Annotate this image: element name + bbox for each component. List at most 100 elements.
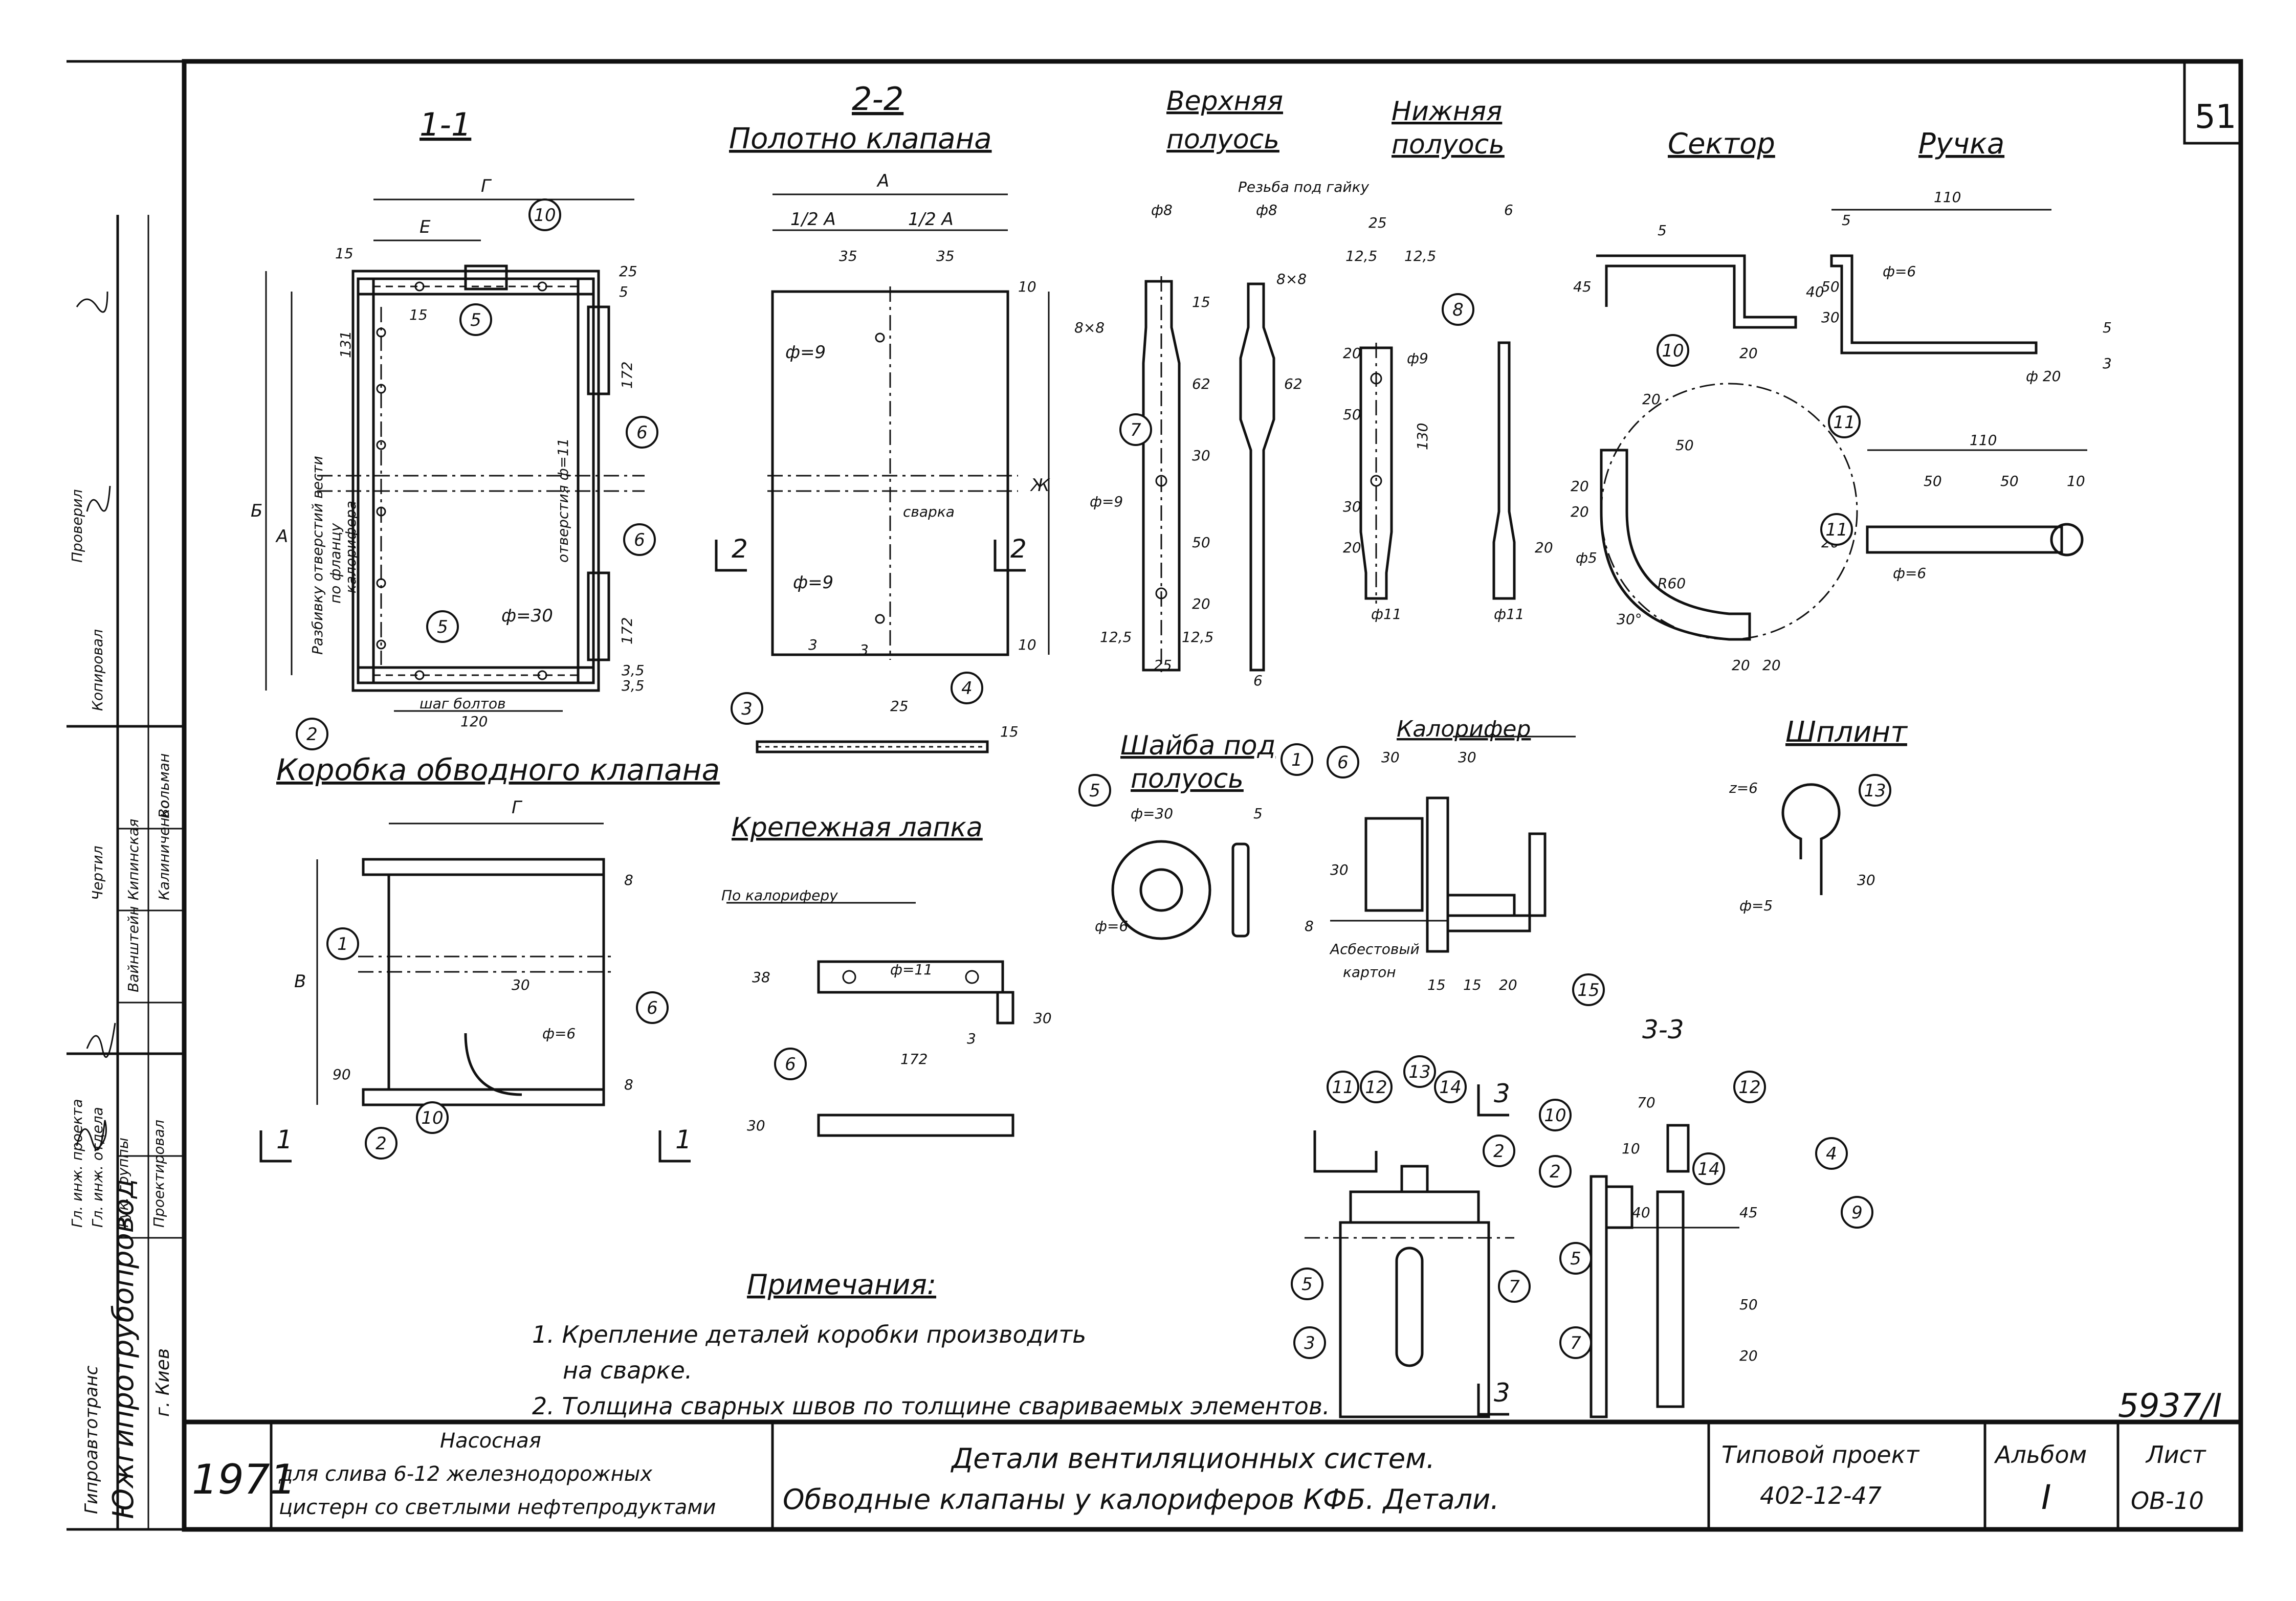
- callout-2: 2: [296, 718, 328, 750]
- dim-lower2-50: 50: [1343, 406, 1361, 423]
- dim-box2-30: 30: [512, 976, 530, 993]
- dim-lower2-12-5b: 12,5: [1404, 248, 1436, 264]
- tb-object-2: для слива 6-12 железнодорожных: [278, 1462, 652, 1486]
- dim-handle-50b: 50: [2000, 473, 2019, 490]
- dim-lower2-25: 25: [1368, 214, 1387, 231]
- dim-box-25: 25: [619, 263, 637, 280]
- cut-mark-1: 1: [259, 1125, 293, 1163]
- dim-lug-30b: 30: [747, 1117, 765, 1134]
- callout-6: 6: [636, 991, 669, 1024]
- note-drill: Разбивку отверстий вести: [309, 456, 326, 655]
- note-line-2: на сварке.: [563, 1357, 692, 1384]
- svg-text:5: 5: [470, 310, 481, 330]
- dim-blade-3a: 3: [808, 636, 818, 653]
- dim-sector-50: 50: [1675, 437, 1694, 454]
- title-section-2-2: 2-2: [852, 80, 903, 118]
- callout-1: 1: [1281, 743, 1313, 776]
- svg-text:5: 5: [1570, 1249, 1581, 1269]
- dim-sec3-70: 70: [1637, 1094, 1655, 1111]
- callout-7: 7: [1498, 1270, 1531, 1303]
- tb-sheet-label: Лист: [2145, 1441, 2206, 1469]
- dim-box-phi30: ф=30: [501, 606, 553, 626]
- cut-mark-3: 3: [1477, 1079, 1510, 1117]
- dim-sector-40: 40: [1806, 283, 1824, 300]
- callout-5: 5: [459, 303, 492, 336]
- stamp-role-3: Рук. группы: [115, 1138, 131, 1228]
- svg-text:6: 6: [634, 530, 645, 550]
- dim-sector-20a: 20: [1739, 345, 1758, 362]
- dim-upper-phi9: ф=9: [1090, 493, 1123, 510]
- notes-title: Примечания:: [747, 1269, 936, 1301]
- dim-sec3-45: 45: [1739, 1204, 1758, 1221]
- dim-handle-phi20: ф 20: [2026, 368, 2061, 385]
- title-cotter: Шплинт: [1785, 716, 1908, 749]
- view-lower-strip: Нижняя полуось 25 12,5 12,5 20 50 30 20 …: [1343, 96, 1553, 622]
- dim-blade-10a: 10: [1018, 278, 1036, 295]
- dim-blade-zh: Ж: [1030, 475, 1050, 496]
- dim-heater-30b: 30: [1458, 749, 1476, 766]
- cut-mark-2: 2: [715, 534, 748, 572]
- tb-project-label: Типовой проект: [1721, 1441, 1919, 1469]
- svg-text:6: 6: [785, 1054, 796, 1075]
- tb-title-2: Обводные клапаны у калориферов КФБ. Дета…: [783, 1483, 1499, 1516]
- dim-handle-phi6a: ф=6: [1883, 263, 1916, 280]
- dim-box-5: 5: [619, 283, 628, 300]
- callout-6: 6: [774, 1048, 807, 1080]
- view-cotter: Шплинт z=6 ф=5 30: [1729, 716, 1908, 914]
- svg-text:5: 5: [1301, 1274, 1313, 1295]
- dim-box-3-5b: 3,5: [622, 677, 645, 694]
- callout-13: 13: [1859, 774, 1891, 807]
- sector-in-box: [464, 1033, 522, 1096]
- callout-3: 3: [1293, 1326, 1326, 1359]
- svg-text:7: 7: [1509, 1277, 1520, 1297]
- callout-5: 5: [1291, 1268, 1323, 1300]
- dim-blade-half-a1: 1/2 А: [790, 209, 836, 230]
- dim-sec3-20: 20: [1739, 1347, 1758, 1364]
- title-upper-strip-2: полуось: [1166, 124, 1279, 155]
- dim-lower2-phi11a: ф11: [1371, 606, 1402, 622]
- view-box-plan: Г В 8 8 90 ф=6 30: [294, 797, 633, 1106]
- callout-8: 8: [1442, 293, 1474, 326]
- callout-12: 12: [1733, 1071, 1766, 1103]
- title-washer-2: полуось: [1131, 764, 1244, 794]
- dim-cotter-phi5: ф=5: [1739, 897, 1773, 914]
- stamp-name-1: Вайнштейн: [125, 906, 142, 992]
- dim-handle-5a: 5: [1842, 212, 1851, 229]
- dim-lug-phi11: ф=11: [890, 961, 933, 978]
- svg-text:12: 12: [1738, 1077, 1760, 1098]
- dim-blade-3b: 3: [859, 641, 869, 658]
- view-handle: Ручка 110 5 ф=6 50 30 5 3 ф 20 110 50 50…: [1821, 127, 2112, 582]
- dim-lower2-12-5a: 12,5: [1345, 248, 1377, 264]
- dim-sector-45: 45: [1573, 278, 1592, 295]
- dim-lower2-30: 30: [1343, 498, 1361, 515]
- svg-text:10: 10: [1544, 1105, 1566, 1126]
- svg-text:10: 10: [1662, 341, 1684, 361]
- svg-text:5: 5: [1089, 781, 1100, 801]
- callout-6: 6: [626, 416, 658, 449]
- dim-sector-20f: 20: [1762, 657, 1781, 674]
- dim-box2-8a: 8: [624, 872, 633, 888]
- dim-handle-10: 10: [2067, 473, 2085, 490]
- svg-text:2: 2: [376, 1133, 387, 1154]
- dim-handle-110a: 110: [1934, 189, 1961, 206]
- dim-upper-12-5b: 12,5: [1182, 629, 1213, 646]
- dim-upper-15: 15: [1192, 294, 1210, 310]
- caption-box: Коробка обводного клапана: [276, 752, 720, 787]
- title-block: 1971 Насосная для слива 6-12 железнодоро…: [184, 1387, 2241, 1529]
- callout-14: 14: [1692, 1152, 1725, 1185]
- dim-lower2-20c: 20: [1535, 539, 1553, 556]
- svg-text:10: 10: [534, 205, 556, 226]
- title-washer-1: Шайба под: [1120, 730, 1276, 761]
- stamp-org-3: г. Киев: [152, 1348, 173, 1417]
- svg-text:12: 12: [1365, 1077, 1387, 1098]
- view-heater: Калорифер 30 30 30 8 15 15 20 Асбестовый…: [1305, 716, 1576, 993]
- dim-blade-a: А: [876, 171, 889, 191]
- svg-text:3: 3: [1494, 1378, 1510, 1408]
- dim-blade-phi9b: ф=9: [793, 572, 833, 593]
- dim-handle-50: 50: [1821, 278, 1840, 295]
- dim-box-131: 131: [337, 331, 354, 358]
- title-lug: Крепежная лапка: [732, 812, 983, 843]
- dim-lug-172: 172: [900, 1051, 928, 1068]
